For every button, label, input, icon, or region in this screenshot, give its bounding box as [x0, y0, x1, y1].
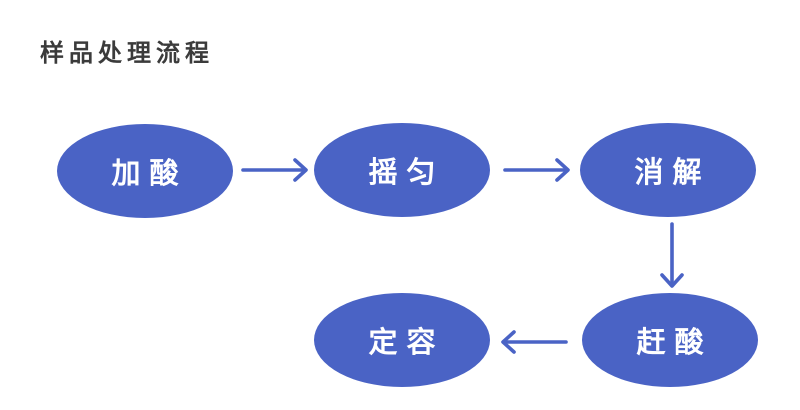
arrow-digest-to-drive-acid [660, 222, 684, 288]
flow-node-fix-volume: 定容 [314, 293, 490, 387]
flow-node-shake: 摇匀 [314, 123, 490, 217]
arrow-add-acid-to-shake [241, 158, 308, 182]
flow-node-label: 摇匀 [368, 157, 445, 189]
arrow-drive-acid-to-fix-volume [501, 330, 568, 354]
arrow-shake-to-digest [503, 158, 570, 182]
flow-node-label: 加酸 [111, 158, 188, 190]
flow-node-drive-acid: 赶酸 [582, 293, 758, 387]
flow-node-label: 定容 [368, 327, 445, 359]
flow-node-label: 消解 [634, 157, 711, 189]
flow-node-label: 赶酸 [636, 327, 713, 359]
flow-node-digest: 消解 [580, 123, 756, 217]
page-title: 样品处理流程 [40, 40, 214, 67]
flow-node-add-acid: 加酸 [57, 124, 233, 218]
